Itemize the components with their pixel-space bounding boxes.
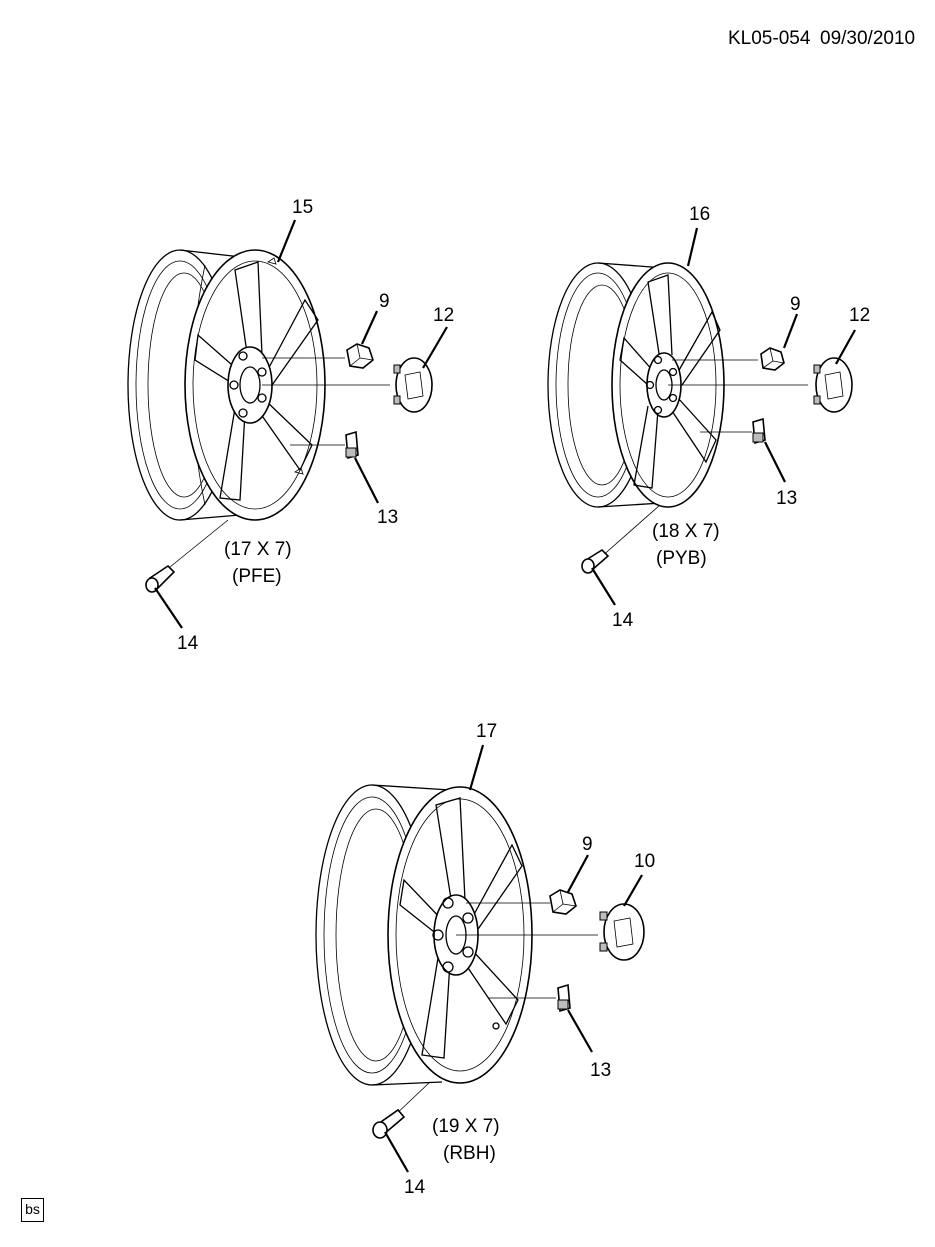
callout-valve-1: 14 (177, 633, 199, 654)
wheel-1-assembly: 15 9 12 13 14 (17 X 7) (PFE) (127, 197, 454, 654)
wheel-2-code-label: (PYB) (656, 548, 707, 569)
wheel-1-face (184, 249, 326, 521)
wheel-2-valve-stem (581, 548, 610, 574)
wheel-2-assembly: 16 9 12 13 14 (18 X 7) (PYB) (547, 204, 870, 631)
callout-cap-3: 10 (634, 851, 655, 872)
callout-weight-3: 13 (590, 1060, 611, 1081)
wheel-1-valve-stem (145, 564, 176, 593)
wheel-2-size-label: (18 X 7) (652, 521, 720, 542)
callout-wheel-3: 17 (476, 721, 497, 742)
callout-nut-1: 9 (379, 291, 390, 312)
wheel-2-center-cap (813, 357, 853, 413)
callout-cap-1: 12 (433, 305, 454, 326)
wheel-1-center-cap (393, 357, 433, 413)
wheel-2-lug-nut (760, 347, 785, 371)
callout-valve-2: 14 (612, 610, 634, 631)
wheel-1-code-label: (PFE) (232, 566, 282, 587)
document-id: KL05-054 (728, 28, 811, 49)
callout-nut-3: 9 (582, 834, 593, 855)
wheel-3-center-cap (599, 903, 645, 961)
wheel-3-balance-weight (557, 983, 571, 1013)
callout-nut-2: 9 (790, 294, 801, 315)
wheel-2-balance-weight (752, 417, 766, 445)
wheel-3-valve-stem (372, 1108, 406, 1139)
wheel-3-code-label: (RBH) (443, 1143, 496, 1164)
wheel-1-lug-nut (346, 343, 374, 369)
callout-wheel-1: 15 (292, 197, 313, 218)
wheel-1-size-label: (17 X 7) (224, 539, 292, 560)
callout-cap-2: 12 (849, 305, 870, 326)
wheel-3-size-label: (19 X 7) (432, 1116, 500, 1137)
callout-weight-1: 13 (377, 507, 398, 528)
document-date: 09/30/2010 (820, 28, 915, 49)
callout-valve-3: 14 (404, 1177, 426, 1198)
callout-wheel-2: 16 (689, 204, 710, 225)
corner-badge: bs (21, 1198, 44, 1222)
wheel-1-balance-weight (345, 430, 359, 460)
wheel-3-assembly: 17 9 10 13 14 (19 X 7) (RBH) (315, 721, 655, 1198)
callout-weight-2: 13 (776, 488, 797, 509)
wheel-3-lug-nut (549, 889, 577, 915)
